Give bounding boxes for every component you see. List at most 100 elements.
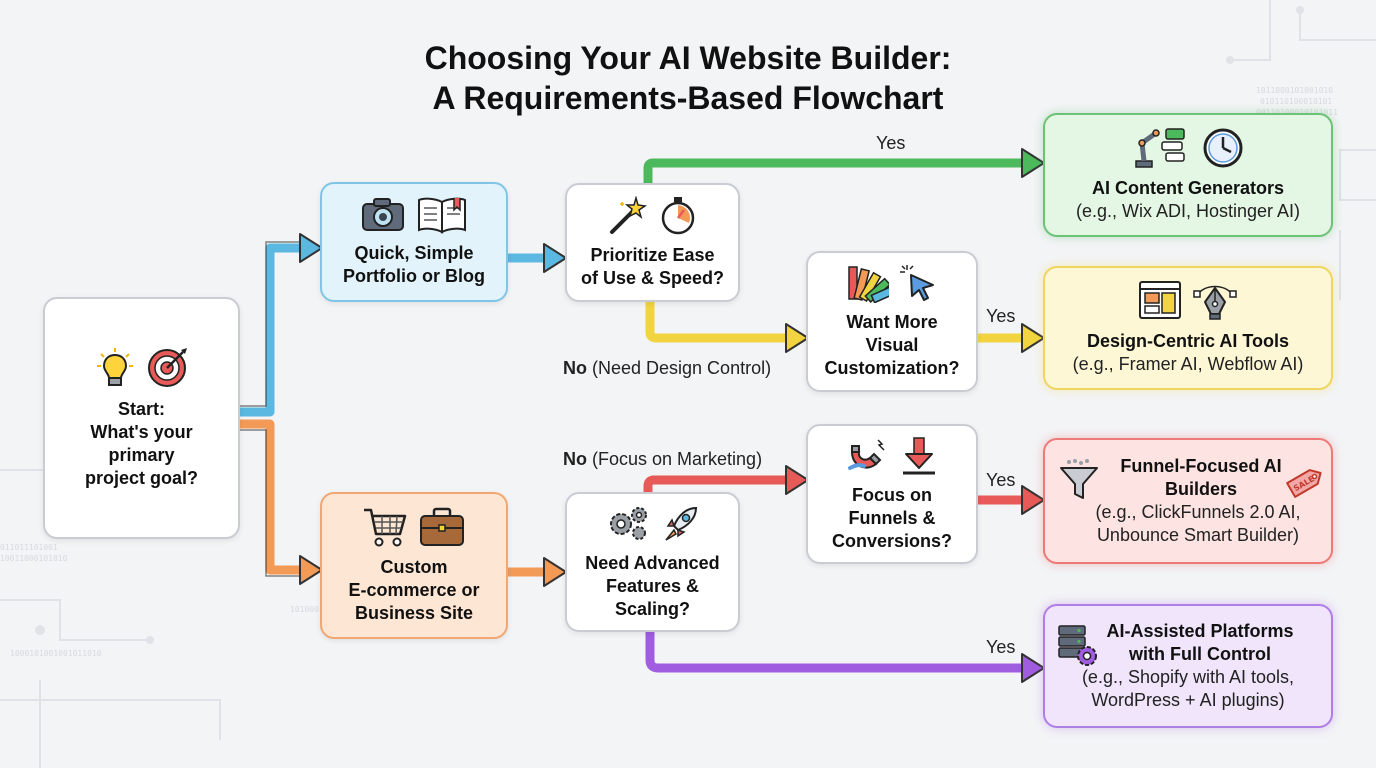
example-line: (e.g., Shopify with AI tools, [1081,667,1295,687]
sale-tag-icon: SALE [1286,469,1322,498]
label-line: Focus on [852,484,932,505]
magnet-icon [848,438,885,470]
arrow-ease-to-visual [645,302,788,343]
edge-label-yes-content: Yes [876,133,906,153]
start-node: Start: What's your primary project goal? [43,297,240,539]
edge-label-yes-funnel: Yes [986,470,1016,490]
book-icon [418,197,466,234]
advanced-label: Need Advanced Features & Scaling? [585,552,719,621]
rocket-icon [664,506,697,541]
funnel-examples: (e.g., ClickFunnels 2.0 AI, Unbounce Sma… [1075,501,1300,547]
arrow-advanced-to-platforms [645,632,1024,673]
camera-icon [362,198,404,231]
label-line: Prioritize Ease [590,244,715,265]
label-line: What's your [90,422,193,442]
arrow-ease-to-content [643,158,1024,183]
label-line: Want More [846,312,938,332]
shopping-cart-icon [364,508,407,547]
edge-label-reason: (Need Design Control) [587,358,772,378]
label-line: Need Advanced [585,552,720,573]
example-line: (e.g., ClickFunnels 2.0 AI, [1095,502,1301,522]
binary-text: 00110100010101011 [1256,108,1338,117]
ease-label: Prioritize Ease of Use & Speed? [581,244,724,290]
arrowhead [1021,148,1045,178]
label-line: Quick, Simple [354,243,474,263]
arrowhead [1021,323,1045,353]
portfolio-node: Quick, Simple Portfolio or Blog [320,182,508,302]
label-line: Start: [117,399,165,419]
robot-arm-icon [1135,128,1185,168]
design-title: Design-Centric AI Tools [1086,331,1290,351]
start-icons [95,346,189,390]
binary-text: 1011000101001010 [1256,86,1333,95]
example-line: Unbounce Smart Builder) [1096,525,1300,545]
funnels-icons [846,436,938,476]
server-gear-icon [1058,625,1097,666]
arrowhead [1021,485,1045,515]
content-icons [1132,127,1244,169]
result-content-generators: AI Content Generators (e.g., Wix ADI, Ho… [1043,113,1333,237]
label-line: project goal? [84,468,198,488]
content-title: AI Content Generators [1091,178,1285,198]
platforms-title: AI-Assisted Platforms with Full Control [1082,620,1293,666]
edge-label-no: No [563,449,587,469]
result-design-centric: Design-Centric AI Tools (e.g., Framer AI… [1043,266,1333,390]
funnel-icon [1060,459,1098,499]
target-icon [147,348,187,387]
arrow-advanced-to-funnels [643,475,788,492]
funnels-decision-node: Focus on Funnels & Conversions? [806,424,978,564]
result-funnel-focused: SALE Funnel-Focused AI Builders (e.g., C… [1043,438,1333,564]
binary-text: 10011000101010 [0,554,68,563]
start-label: Start: What's your primary project goal? [85,398,198,490]
pen-tool-icon [1193,285,1237,320]
label-line: of Use & Speed? [580,267,725,288]
binary-text: 011011101001 [0,543,58,552]
label-line: Funnel-Focused AI [1120,456,1282,476]
lightbulb-icon [96,348,133,386]
content-examples: (e.g., Wix ADI, Hostinger AI) [1075,201,1301,221]
label-line: AI-Assisted Platforms [1106,621,1294,641]
title-line-1: Choosing Your AI Website Builder: [424,40,952,76]
advanced-icons [606,504,700,544]
arrowhead [785,465,809,495]
binary-text: 010110100010101 [1260,97,1332,106]
edge-label-reason: (Focus on Marketing) [587,449,763,469]
ecommerce-icons [362,506,466,548]
binary-text: 1000101001001011010 [10,649,102,658]
color-swatch-icon [848,266,889,303]
design-examples: (e.g., Framer AI, Webflow AI) [1072,354,1304,374]
clock-icon [1203,128,1243,168]
label-line: Funnels & [848,507,936,528]
label-line: Customization? [824,358,960,378]
label-line: Builders [1164,479,1238,499]
arrowhead [785,323,809,353]
label-line: Conversions? [831,530,953,551]
label-line: Features & [605,575,700,596]
result-ai-assisted-platforms: AI-Assisted Platforms with Full Control … [1043,604,1333,728]
arrowhead [543,557,567,587]
label-line: Portfolio or Blog [343,266,485,286]
visual-label: Want More Visual Customization? [825,311,960,380]
design-icons [1138,280,1238,322]
label-line: with Full Control [1129,644,1271,664]
arrowhead [299,233,323,263]
edge-label-no: No [563,358,587,378]
ecommerce-label: Custom E-commerce or Business Site [348,556,479,625]
visual-icons [845,263,939,303]
arrow-start-to-portfolio [240,243,302,417]
portfolio-icons [360,196,468,234]
edge-label-no-marketing: No (Focus on Marketing) [563,449,762,470]
funnels-label: Focus on Funnels & Conversions? [832,484,952,553]
stopwatch-icon [661,196,694,234]
download-icon [903,436,935,474]
example-line: WordPress + AI plugins) [1091,690,1285,710]
edge-label-yes-platforms: Yes [986,637,1016,657]
visual-decision-node: Want More Visual Customization? [806,251,978,392]
label-line: Visual [865,335,919,355]
magic-wand-icon [609,195,647,234]
funnel-title: Funnel-Focused AI Builders [1094,455,1281,501]
label-line: Business Site [354,603,474,623]
label-line: primary [108,445,175,465]
label-line: Scaling? [614,598,690,619]
